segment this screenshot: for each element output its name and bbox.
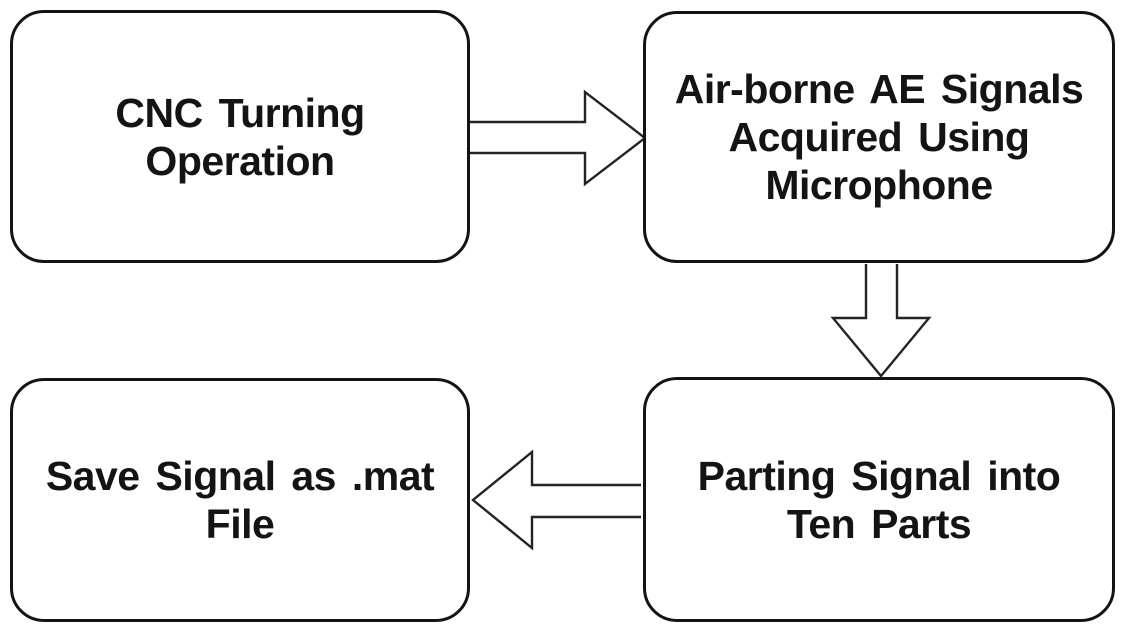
node-airborne-ae-signals: Air-borne AE Signals Acquired Using Micr… (643, 11, 1115, 263)
node-label: Save Signal as .mat File (45, 453, 435, 547)
arrow-right-icon (470, 89, 647, 187)
node-label: CNC Turning Operation (115, 89, 365, 184)
node-parting-signal: Parting Signal into Ten Parts (643, 377, 1115, 622)
node-label: Air-borne AE Signals Acquired Using Micr… (674, 66, 1084, 208)
node-cnc-turning-operation: CNC Turning Operation (10, 10, 470, 263)
arrow-left-icon (471, 449, 641, 551)
arrow-down-icon (830, 264, 932, 378)
node-label: Parting Signal into Ten Parts (697, 452, 1061, 547)
node-save-signal: Save Signal as .mat File (10, 378, 470, 622)
